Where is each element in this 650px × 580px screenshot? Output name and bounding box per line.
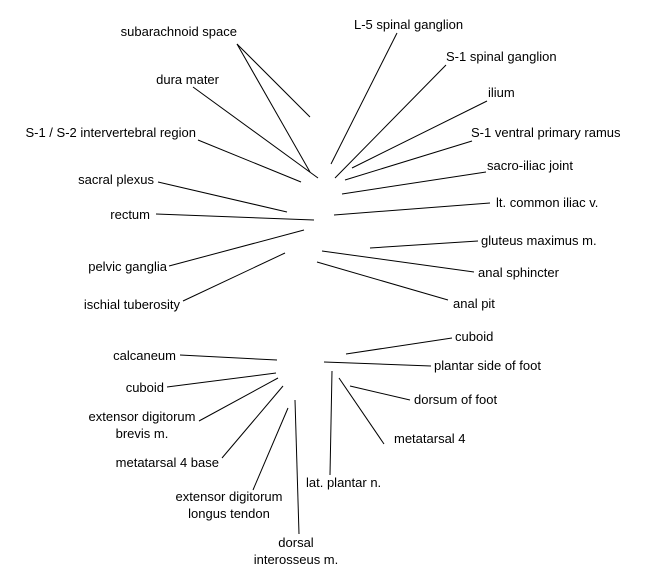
label-extensor-digitorum-longus-line1: extensor digitorum [175, 489, 283, 504]
label-pelvic-ganglia: pelvic ganglia [88, 259, 167, 274]
label-s1-ventral-primary-ramus: S-1 ventral primary ramus [471, 125, 621, 140]
leader-metatarsal-4 [338, 377, 385, 445]
leader-anal-pit [316, 261, 449, 301]
label-dorsum-of-foot: dorsum of foot [414, 392, 498, 407]
label-gluteus-maximus: gluteus maximus m. [481, 233, 597, 248]
leader-s1-s2-region [197, 139, 302, 183]
label-dorsal-interosseus: dorsal interosseus m. [248, 534, 344, 568]
leader-lat-plantar-n [329, 370, 333, 476]
label-s1-s2-region: S-1 / S-2 intervertebral region [25, 125, 196, 140]
leader-metatarsal-4-base [221, 385, 284, 459]
leader-s1-ventral-ramus [344, 140, 473, 181]
label-cuboid-right: cuboid [455, 329, 494, 344]
leader-cuboid-left [166, 372, 277, 388]
leader-subarachnoid-a [236, 43, 311, 118]
label-cuboid-left: cuboid [125, 380, 164, 395]
leader-plantar-side-of-foot [323, 361, 432, 367]
leader-subarachnoid-b [236, 43, 311, 173]
leader-rectum [155, 213, 315, 221]
label-calcaneum: calcaneum [113, 348, 176, 363]
label-plantar-side-of-foot: plantar side of foot [434, 358, 541, 373]
leader-extensor-digitorum-longus [252, 407, 289, 491]
leader-sacro-iliac-joint [341, 171, 487, 195]
label-rectum: rectum [110, 207, 150, 222]
leader-s1-spinal-ganglion [334, 64, 447, 179]
label-dura-mater: dura mater [156, 72, 219, 87]
label-extensor-digitorum-brevis-line1: extensor digitorum [88, 409, 196, 424]
leader-lt-common-iliac-v [333, 202, 491, 216]
leader-pelvic-ganglia [168, 229, 305, 267]
label-l5-spinal-ganglion: L-5 spinal ganglion [354, 17, 464, 32]
label-metatarsal-4: metatarsal 4 [394, 431, 466, 446]
leader-dorsal-interosseus [294, 399, 300, 535]
label-s1-spinal-ganglion: S-1 spinal ganglion [446, 49, 557, 64]
label-lt-common-iliac-v: lt. common iliac v. [496, 195, 599, 210]
leader-dura-mater [192, 86, 319, 179]
label-extensor-digitorum-longus-line2: longus tendon [188, 506, 270, 521]
label-anal-sphincter: anal sphincter [478, 265, 559, 280]
label-sacro-iliac-joint: sacro-iliac joint [487, 158, 573, 173]
leader-ischial-tuberosity [182, 252, 286, 302]
leader-ilium [351, 100, 488, 169]
leader-sacral-plexus [157, 181, 288, 213]
label-anal-pit: anal pit [453, 296, 495, 311]
label-ilium: ilium [488, 85, 515, 100]
leader-cuboid-right [345, 337, 453, 355]
label-dorsal-interosseus-line1: dorsal [278, 535, 314, 550]
leader-l5-spinal-ganglion [330, 32, 398, 165]
label-extensor-digitorum-brevis-line2: brevis m. [115, 426, 169, 441]
leader-anal-sphincter [321, 250, 475, 273]
label-extensor-digitorum-longus: extensor digitorum longus tendon [161, 488, 297, 522]
leader-extensor-digitorum-brevis [198, 377, 279, 422]
label-sacral-plexus: sacral plexus [78, 172, 154, 187]
leader-gluteus-maximus [369, 240, 479, 249]
leader-calcaneum [179, 354, 278, 361]
label-extensor-digitorum-brevis: extensor digitorum brevis m. [83, 408, 201, 442]
label-ischial-tuberosity: ischial tuberosity [83, 297, 180, 312]
label-dorsal-interosseus-line2: interosseus m. [253, 552, 339, 567]
label-metatarsal-4-base: metatarsal 4 base [115, 455, 219, 470]
label-lat-plantar-n: lat. plantar n. [306, 475, 382, 490]
leader-dorsum-of-foot [349, 385, 411, 401]
label-subarachnoid-space: subarachnoid space [120, 24, 237, 39]
